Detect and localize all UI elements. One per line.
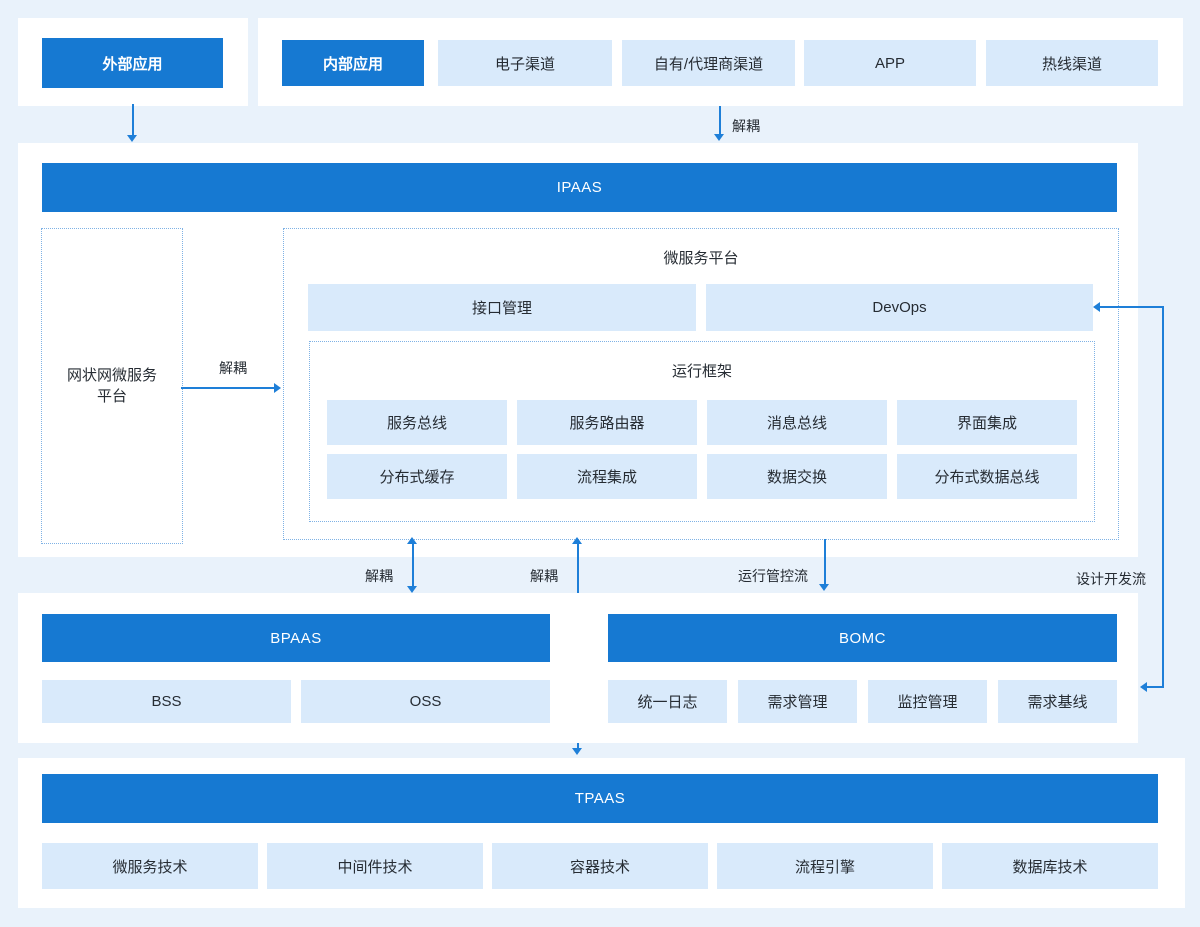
- mesh-decouple-arrow-line: [181, 387, 276, 389]
- bomc-box-unified-log: 统一日志: [608, 680, 727, 723]
- runtime-label: 界面集成: [956, 415, 1017, 432]
- channel-label: APP: [874, 54, 905, 72]
- runtime-label: 分布式数据总线: [934, 469, 1040, 486]
- bomc-label: 需求管理: [767, 694, 828, 711]
- oss-label: OSS: [409, 693, 442, 710]
- decouple2-arrowhead-down-icon: [572, 748, 582, 755]
- runtime-label: 流程集成: [576, 469, 637, 486]
- runtime-box-message-bus: 消息总线: [707, 400, 887, 445]
- bomc-label: 需求基线: [1027, 694, 1088, 711]
- tpaas-label: 流程引擎: [794, 858, 855, 876]
- bss-label: BSS: [151, 693, 182, 710]
- mesh-decouple-arrowhead-icon: [274, 383, 281, 393]
- bpaas-bar: BPAAS: [42, 614, 550, 662]
- decouple-top-arrowhead-icon: [714, 134, 724, 141]
- bomc-box-monitoring-mgmt: 监控管理: [868, 680, 987, 723]
- external-app-arrow-line: [132, 104, 134, 136]
- channel-box-electronic: 电子渠道: [438, 40, 612, 86]
- tpaas-box-process-engine: 流程引擎: [717, 843, 933, 889]
- tpaas-label: 数据库技术: [1012, 858, 1088, 876]
- runtime-box-process-integration: 流程集成: [517, 454, 697, 499]
- runtime-label: 分布式缓存: [379, 469, 455, 486]
- internal-app-label: 内部应用: [322, 55, 383, 73]
- tpaas-label: 容器技术: [569, 858, 630, 876]
- decouple1-arrowhead-up-icon: [407, 537, 417, 544]
- decouple2-arrowhead-up-icon: [572, 537, 582, 544]
- decouple1-label: 解耦: [365, 568, 393, 584]
- channel-label: 热线渠道: [1041, 55, 1102, 73]
- design-flow-label: 设计开发流: [1076, 571, 1146, 587]
- runtime-box-distributed-cache: 分布式缓存: [327, 454, 507, 499]
- api-management-box: 接口管理: [308, 284, 696, 331]
- bomc-label: 监控管理: [897, 694, 958, 711]
- tpaas-panel: TPAAS 微服务技术 中间件技术 容器技术 流程引擎 数据库技术: [18, 758, 1185, 908]
- bomc-title: BOMC: [839, 629, 886, 647]
- mesh-decouple-label: 解耦: [219, 360, 247, 376]
- bomc-label: 统一日志: [637, 694, 698, 711]
- design-flow-hline-top: [1100, 306, 1164, 308]
- internal-app-box: 内部应用: [282, 40, 424, 86]
- microservice-platform-box: 微服务平台 接口管理 DevOps 运行框架 服务总线 服务路由器 消息总线: [283, 228, 1119, 540]
- runtime-label: 服务路由器: [569, 415, 645, 432]
- runtime-framework-box: 运行框架 服务总线 服务路由器 消息总线 界面集成 分布式缓存 流程集成: [309, 341, 1095, 522]
- mesh-platform-label-line2: 平台: [96, 388, 127, 405]
- devops-box: DevOps: [706, 284, 1093, 331]
- microservice-platform-title: 微服务平台: [663, 250, 739, 267]
- devops-arrowhead-icon: [1093, 302, 1100, 312]
- tpaas-box-database-tech: 数据库技术: [942, 843, 1158, 889]
- decouple1-arrowhead-down-icon: [407, 586, 417, 593]
- decouple-top-label: 解耦: [732, 118, 760, 134]
- bpaas-title: BPAAS: [270, 629, 322, 647]
- ipaas-title: IPAAS: [556, 179, 603, 196]
- runtime-label: 数据交换: [766, 469, 827, 486]
- bomc-bar: BOMC: [608, 614, 1117, 662]
- ops-flow-arrow-line: [824, 539, 826, 585]
- bomc-box-requirement-mgmt: 需求管理: [738, 680, 857, 723]
- channels-panel: 内部应用 电子渠道 自有/代理商渠道 APP 热线渠道: [258, 18, 1183, 106]
- decouple-top-arrow-line: [719, 106, 721, 135]
- external-app-box: 外部应用: [42, 38, 223, 88]
- channel-box-app: APP: [804, 40, 976, 86]
- runtime-label: 服务总线: [386, 415, 447, 432]
- external-app-panel: 外部应用: [18, 18, 248, 106]
- runtime-box-data-exchange: 数据交换: [707, 454, 887, 499]
- tpaas-box-container-tech: 容器技术: [492, 843, 708, 889]
- runtime-label: 消息总线: [766, 415, 827, 432]
- ops-flow-arrowhead-icon: [819, 584, 829, 591]
- decouple1-arrow-line: [412, 544, 414, 587]
- ops-flow-label: 运行管控流: [738, 568, 808, 584]
- tpaas-box-microservice-tech: 微服务技术: [42, 843, 258, 889]
- channel-box-hotline: 热线渠道: [986, 40, 1158, 86]
- devops-label: DevOps: [872, 299, 927, 316]
- tpaas-label: 中间件技术: [337, 858, 413, 876]
- ipaas-panel: IPAAS 网状网微服务 平台 微服务平台 接口管理 DevOps 运行框架 服…: [18, 143, 1138, 557]
- external-app-label: 外部应用: [102, 55, 163, 73]
- external-app-arrowhead-icon: [127, 135, 137, 142]
- runtime-box-service-router: 服务路由器: [517, 400, 697, 445]
- tpaas-box-middleware-tech: 中间件技术: [267, 843, 483, 889]
- runtime-box-distributed-data-bus: 分布式数据总线: [897, 454, 1077, 499]
- runtime-framework-title: 运行框架: [671, 363, 732, 380]
- channel-label: 自有/代理商渠道: [653, 55, 764, 73]
- mesh-platform-box: 网状网微服务 平台: [41, 228, 183, 544]
- design-flow-arrowhead-icon: [1140, 682, 1147, 692]
- channel-label: 电子渠道: [494, 55, 555, 73]
- decouple2-label: 解耦: [530, 568, 558, 584]
- bpaas-bomc-panel: BPAAS BSS OSS BOMC 统一日志 需求管理 监控管理 需求基线: [18, 593, 1138, 743]
- api-management-label: 接口管理: [471, 300, 532, 317]
- tpaas-bar: TPAAS: [42, 774, 1158, 823]
- ipaas-bar: IPAAS: [42, 163, 1117, 212]
- design-flow-hline-bottom: [1147, 686, 1164, 688]
- mesh-platform-label-line1: 网状网微服务: [66, 367, 157, 384]
- tpaas-label: 微服务技术: [112, 858, 188, 876]
- runtime-box-service-bus: 服务总线: [327, 400, 507, 445]
- bomc-box-requirement-baseline: 需求基线: [998, 680, 1117, 723]
- tpaas-title: TPAAS: [574, 790, 626, 807]
- oss-box: OSS: [301, 680, 550, 723]
- bss-box: BSS: [42, 680, 291, 723]
- design-flow-vline: [1162, 306, 1164, 688]
- runtime-box-ui-integration: 界面集成: [897, 400, 1077, 445]
- channel-box-agent: 自有/代理商渠道: [622, 40, 795, 86]
